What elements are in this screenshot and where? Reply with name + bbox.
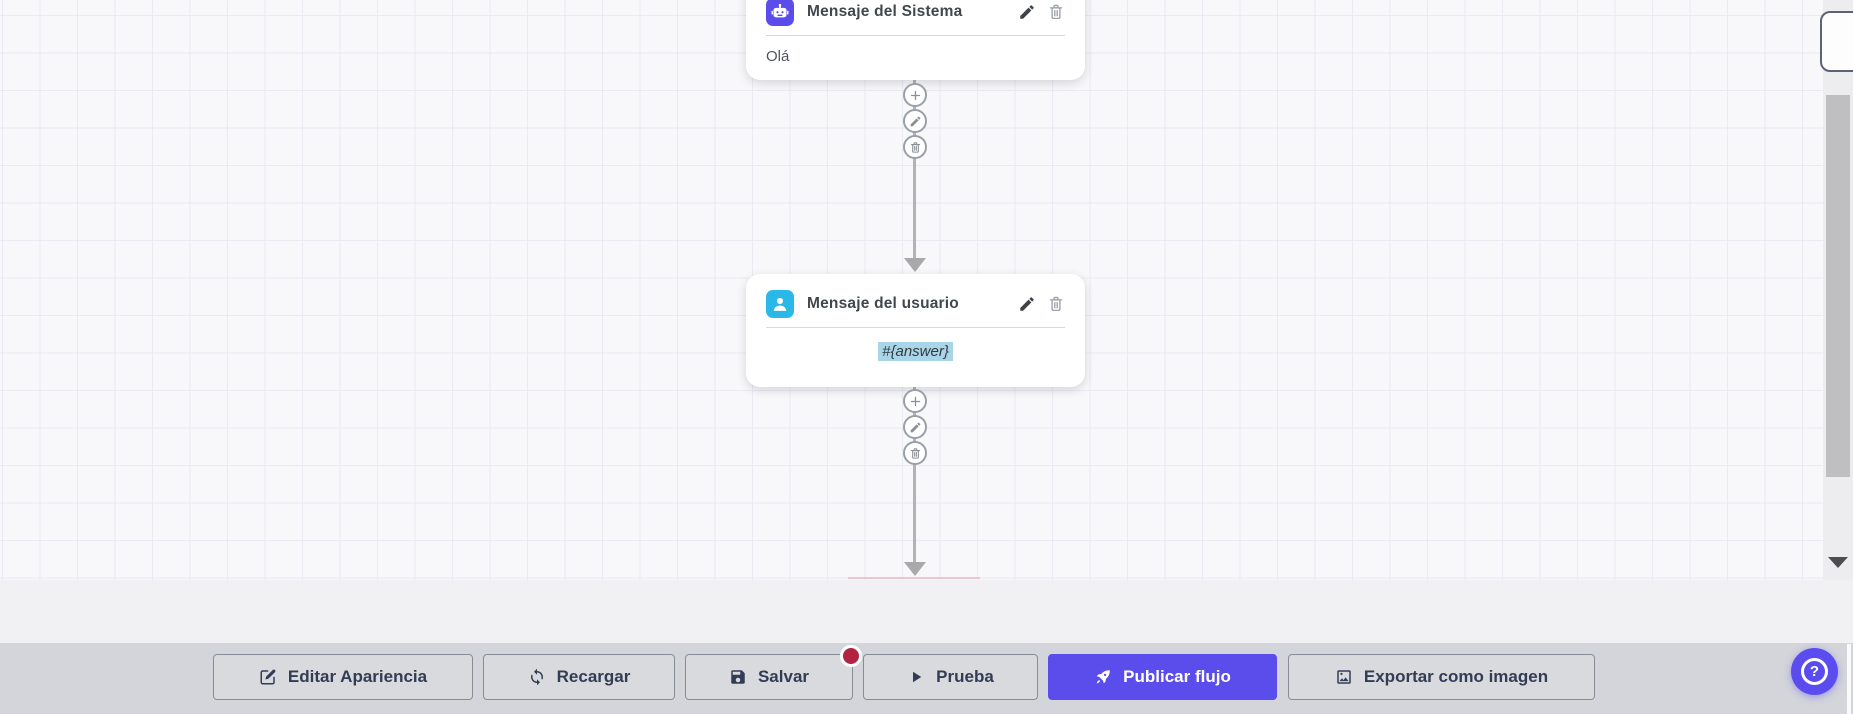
delete-step-button[interactable] <box>903 135 927 159</box>
help-glyph: ? <box>1809 663 1820 680</box>
edit-node-icon[interactable] <box>1018 295 1036 313</box>
delete-node-icon[interactable] <box>1047 3 1065 21</box>
publish-flow-button[interactable]: Publicar flujo <box>1048 654 1277 700</box>
node-actions <box>1018 3 1065 21</box>
add-step-button[interactable] <box>903 83 927 107</box>
reload-button[interactable]: Recargar <box>483 654 675 700</box>
play-icon <box>913 671 922 683</box>
user-icon <box>766 290 794 318</box>
button-label: Exportar como imagen <box>1363 667 1549 686</box>
pencil-icon <box>910 116 920 126</box>
bottom-toolbar: Editar Apariencia Recargar Salvar Prueba <box>0 643 1853 714</box>
button-label: Salvar <box>757 667 810 686</box>
node-header: Mensaje del usuario <box>746 274 1085 318</box>
node-title: Mensaje del Sistema <box>807 3 963 20</box>
node-actions <box>1018 295 1065 313</box>
test-button[interactable]: Prueba <box>863 654 1038 700</box>
pencil-icon <box>910 422 920 432</box>
floating-panel[interactable] <box>1820 11 1853 72</box>
scroll-down-arrow-icon[interactable] <box>1828 557 1848 568</box>
node-header: Mensaje del Sistema <box>746 0 1085 26</box>
connector-line <box>913 387 916 563</box>
delete-step-button[interactable] <box>903 441 927 465</box>
help-button[interactable]: ? <box>1791 648 1838 695</box>
plus-icon <box>910 90 920 100</box>
image-icon <box>1337 670 1351 684</box>
vertical-scrollbar-thumb[interactable] <box>1826 95 1850 477</box>
trash-icon <box>910 447 920 459</box>
canvas-bottom-gap <box>0 580 1853 643</box>
trash-icon <box>910 141 920 153</box>
node-content: Olá <box>766 48 790 65</box>
save-button[interactable]: Salvar <box>685 645 862 700</box>
node-divider <box>766 35 1065 36</box>
rocket-icon <box>1096 670 1110 684</box>
node-system-message[interactable]: Mensaje del Sistema Olá <box>746 0 1085 80</box>
variable-token: #{answer} <box>878 342 953 361</box>
arrow-down-icon <box>904 562 926 576</box>
connector-line <box>913 78 916 259</box>
arrow-down-icon <box>904 258 926 272</box>
window-edge-strip <box>1847 644 1851 714</box>
refresh-icon <box>530 668 543 686</box>
edit-node-icon[interactable] <box>1018 3 1036 21</box>
plus-icon <box>910 396 920 406</box>
node-divider <box>766 327 1065 328</box>
edit-step-button[interactable] <box>903 415 927 439</box>
button-label: Editar Apariencia <box>287 667 428 686</box>
edit-appearance-button[interactable]: Editar Apariencia <box>213 654 473 700</box>
save-icon <box>731 670 745 684</box>
node-title: Mensaje del usuario <box>807 295 959 312</box>
hidden-node-edge <box>848 577 980 579</box>
button-label: Prueba <box>936 667 994 686</box>
button-label: Publicar flujo <box>1123 667 1231 686</box>
add-step-button[interactable] <box>903 389 927 413</box>
node-user-message[interactable]: Mensaje del usuario #{ans <box>746 274 1085 387</box>
export-image-button[interactable]: Exportar como imagen <box>1288 654 1595 700</box>
robot-icon <box>766 0 794 26</box>
question-icon: ? <box>1801 658 1828 685</box>
flow-canvas[interactable]: Mensaje del Sistema Olá <box>0 0 1853 580</box>
node-content: #{answer} <box>746 342 1085 361</box>
edit-square-icon <box>260 669 276 685</box>
unsaved-changes-badge <box>840 645 862 667</box>
edit-step-button[interactable] <box>903 109 927 133</box>
button-label: Recargar <box>556 667 631 686</box>
delete-node-icon[interactable] <box>1047 295 1065 313</box>
